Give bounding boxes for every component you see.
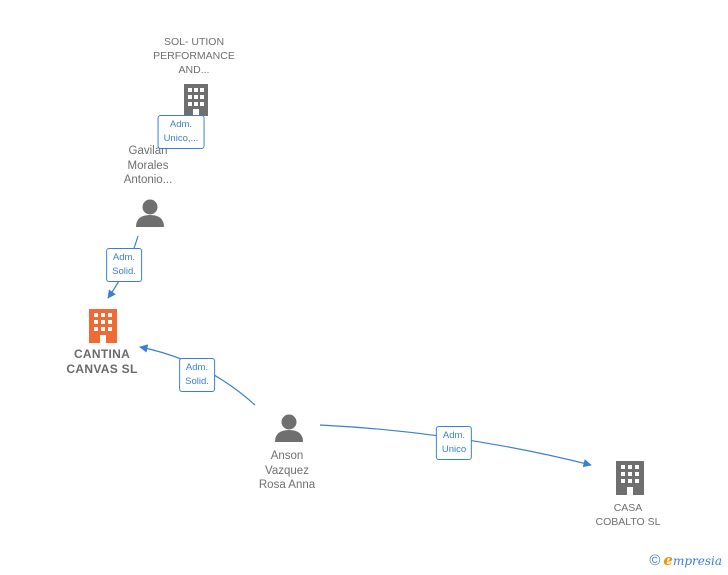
node-label-anson[interactable]: Anson Vazquez Rosa Anna bbox=[258, 450, 316, 491]
person-icon[interactable] bbox=[275, 414, 303, 443]
node-label-gavilan[interactable]: Gavilan Morales Antonio... bbox=[123, 145, 173, 186]
edge-label-gavilan-cantina[interactable]: Adm. Solid. bbox=[106, 248, 142, 282]
node-label-solution[interactable]: SOL- UTION PERFORMANCE AND... bbox=[153, 36, 235, 76]
footer-brand: © empresia bbox=[649, 551, 722, 569]
node-label-cantina[interactable]: CANTINA CANVAS SL bbox=[66, 347, 138, 376]
brand-logo[interactable]: empresia bbox=[663, 551, 722, 569]
building-icon[interactable] bbox=[616, 461, 644, 495]
edge-label-gavilan-solution[interactable]: Adm. Unico,... bbox=[157, 115, 205, 149]
copyright-icon: © bbox=[649, 551, 661, 569]
edge-label-anson-cantina[interactable]: Adm. Solid. bbox=[179, 358, 215, 392]
edge-label-anson-casa[interactable]: Adm. Unico bbox=[435, 426, 473, 460]
building-icon[interactable] bbox=[89, 309, 117, 343]
building-icon[interactable] bbox=[184, 84, 208, 116]
node-label-casa[interactable]: CASA COBALTO SL bbox=[595, 502, 661, 528]
person-icon[interactable] bbox=[136, 199, 164, 228]
